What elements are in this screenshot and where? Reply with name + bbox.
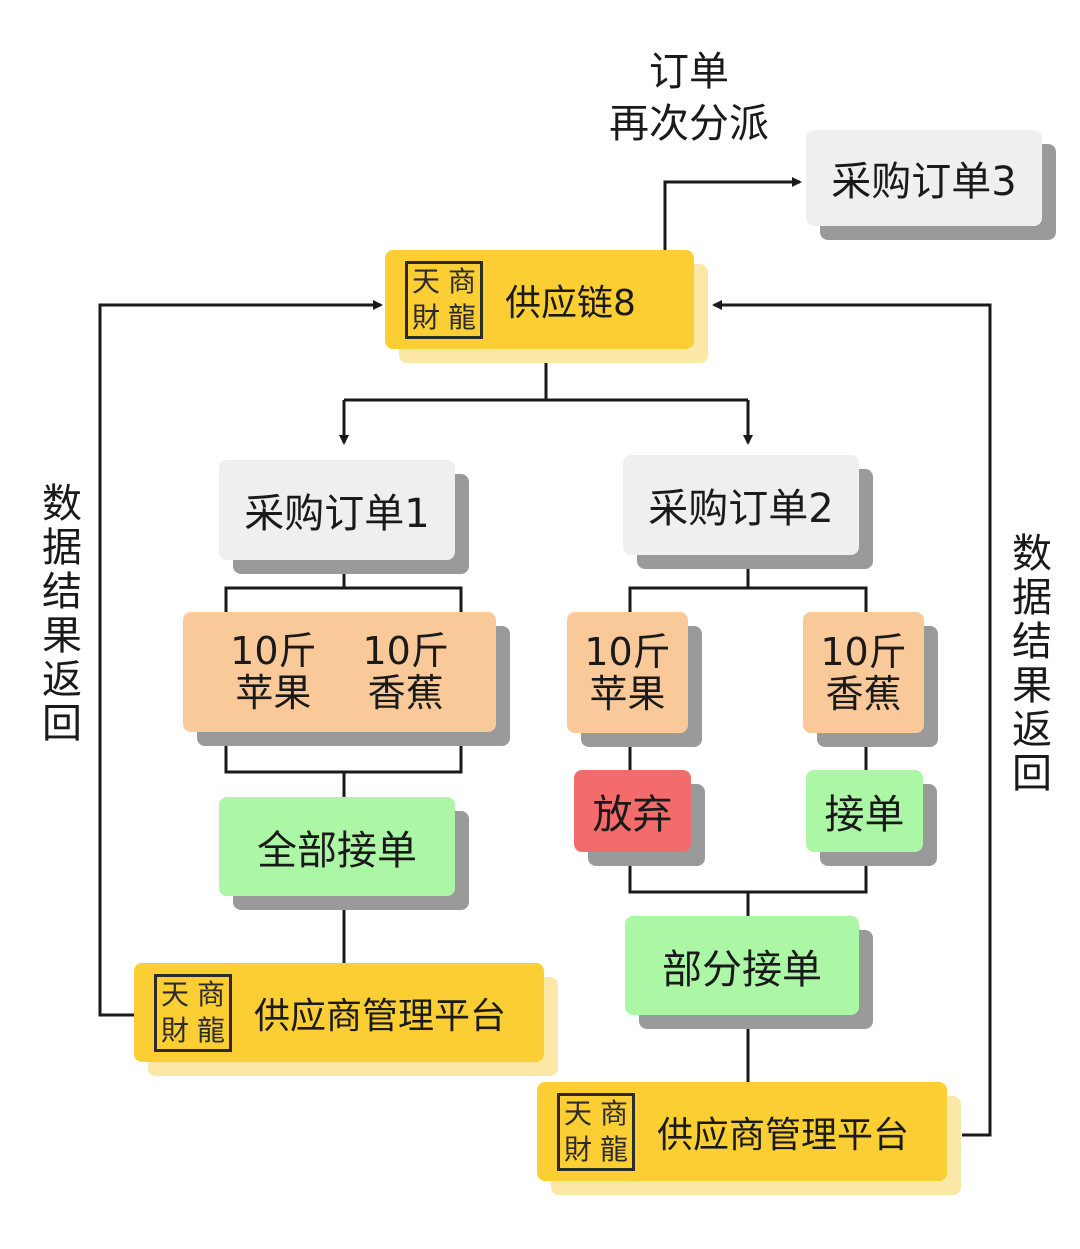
redispatch-arrow	[663, 177, 802, 250]
redispatch-label: 订单 再次分派	[586, 46, 792, 150]
right-apple-qty: 10斤	[584, 629, 671, 674]
tianshang-logo: 天商 財龍	[405, 260, 483, 339]
right-side-label: 数据结果返回	[1005, 532, 1051, 796]
abandon-label: 放弃	[574, 770, 691, 852]
redispatch-label-line2: 再次分派	[609, 101, 769, 147]
right-banana-qty: 10斤	[820, 629, 907, 674]
right-banana-name: 香蕉	[825, 671, 902, 716]
items-to-all-accept-bracket	[224, 742, 463, 774]
purchase-order-1-box: 采购订单1	[219, 460, 469, 574]
redispatch-label-line1: 订单	[649, 49, 729, 95]
partial-accept-box: 部分接单	[625, 916, 873, 1029]
right-apple-name: 苹果	[589, 671, 666, 716]
accept-label: 接单	[806, 770, 923, 852]
left-items-box: 10斤 苹果 10斤 香蕉	[183, 612, 510, 746]
order1-to-items-bracket	[224, 573, 346, 612]
all-accepted-label: 全部接单	[219, 797, 455, 896]
right-feedback-arrow	[712, 300, 992, 1137]
left-platform-box: 天商 財龍 供应商管理平台	[134, 963, 558, 1076]
purchase-order-2-box: 采购订单2	[623, 455, 873, 569]
right-platform-box: 天商 財龍 供应商管理平台	[537, 1082, 961, 1195]
supply-chain-label: 供应链8	[505, 282, 636, 324]
left-banana-item: 10斤 香蕉	[362, 629, 449, 715]
purchase-order-3-box: 采购订单3	[806, 130, 1056, 240]
abandon-box: 放弃	[574, 770, 705, 866]
purchase-order-1-label: 采购订单1	[219, 460, 455, 560]
all-accepted-box: 全部接单	[219, 797, 469, 910]
left-apple-item: 10斤 苹果	[230, 629, 317, 715]
purchase-order-3-label: 采购订单3	[806, 130, 1042, 226]
order2-to-items-bracket	[628, 568, 750, 612]
left-platform-label: 供应商管理平台	[254, 995, 507, 1037]
tianshang-logo: 天商 財龍	[154, 973, 232, 1052]
left-feedback-arrow	[98, 300, 383, 1017]
left-side-label: 数据结果返回	[35, 482, 81, 746]
right-apple-box: 10斤 苹果	[567, 612, 702, 747]
partial-accept-label: 部分接单	[625, 916, 859, 1015]
accept-box: 接单	[806, 770, 937, 866]
merge-bracket	[628, 866, 868, 894]
supply-chain-box: 天商 財龍 供应链8	[385, 250, 708, 363]
tianshang-logo: 天商 財龍	[557, 1092, 635, 1171]
right-banana-box: 10斤 香蕉	[803, 612, 938, 747]
purchase-order-2-label: 采购订单2	[623, 455, 859, 555]
right-platform-label: 供应商管理平台	[657, 1114, 910, 1156]
